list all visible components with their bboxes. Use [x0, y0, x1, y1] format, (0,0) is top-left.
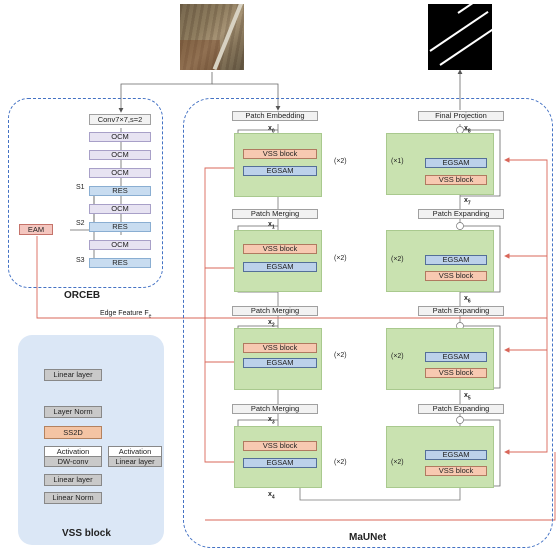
egsam-block: EGSAM [425, 158, 487, 168]
output-segmentation-mask [428, 4, 492, 70]
res-block: RES [89, 258, 151, 268]
encoder-stage-block [234, 426, 322, 488]
ocm-block: OCM [89, 240, 151, 250]
repeat-count: (×1) [391, 158, 404, 165]
patch-embedding-block: Patch Embedding [232, 111, 318, 121]
egsam-block: EGSAM [425, 255, 487, 265]
layer-norm-block: Layer Norm [44, 406, 102, 418]
vss-block-panel [18, 335, 164, 545]
decoder-feature-x7: x7 [464, 197, 471, 207]
linear-layer-block: Linear layer [108, 456, 162, 467]
vss-block: VSS block [243, 441, 317, 451]
ocm-block: OCM [89, 204, 151, 214]
decoder-feature-x5: x5 [464, 392, 471, 402]
patch-expanding-block: Patch Expanding [418, 209, 504, 219]
encoder-stage-block [234, 230, 322, 292]
egsam-block: EGSAM [243, 358, 317, 368]
input-remote-sensing-image [180, 4, 244, 70]
patch-expanding-block: Patch Expanding [418, 404, 504, 414]
repeat-count: (×2) [334, 459, 347, 466]
res-block: RES [89, 186, 151, 196]
maunet-title: MaUNet [349, 532, 387, 543]
activation-block: Activation [44, 446, 102, 456]
ss2d-block: SS2D [44, 426, 102, 439]
conv7x7-block: Conv7×7,s=2 [89, 114, 151, 125]
ocm-block: OCM [89, 132, 151, 142]
vss-panel-title: VSS block [62, 528, 111, 539]
repeat-count: (×2) [334, 255, 347, 262]
vss-block: VSS block [243, 343, 317, 353]
vss-block: VSS block [425, 271, 487, 281]
edge-feature-label: Edge Feature Fe [100, 310, 152, 320]
repeat-count: (×2) [391, 256, 404, 263]
encoder-stage-block [234, 133, 322, 197]
egsam-block: EGSAM [243, 458, 317, 468]
repeat-count: (×2) [334, 352, 347, 359]
patch-merging-block: Patch Merging [232, 404, 318, 414]
ocm-block: OCM [89, 168, 151, 178]
stage-label-s3: S3 [76, 257, 85, 264]
encoder-feature-x0: x0 [268, 125, 275, 135]
orceb-title: ORCEB [64, 290, 101, 301]
linear-layer-block: Linear layer [44, 369, 102, 381]
encoder-feature-x4: x4 [268, 491, 275, 501]
stage-label-s2: S2 [76, 220, 85, 227]
decoder-feature-x8: x8 [464, 125, 471, 135]
patch-merging-block: Patch Merging [232, 209, 318, 219]
ocm-block: OCM [89, 150, 151, 160]
vss-block: VSS block [425, 175, 487, 185]
encoder-feature-x1: x1 [268, 221, 275, 231]
eam-block: EAM [19, 224, 53, 235]
vss-block: VSS block [243, 149, 317, 159]
orceb-panel [8, 98, 163, 288]
vss-block: VSS block [425, 466, 487, 476]
activation-block: Activation [108, 446, 162, 456]
linear-layer-block: Linear layer [44, 474, 102, 486]
egsam-block: EGSAM [243, 262, 317, 272]
patch-merging-block: Patch Merging [232, 306, 318, 316]
res-block: RES [89, 222, 151, 232]
egsam-block: EGSAM [425, 450, 487, 460]
maunet-panel [183, 98, 553, 548]
repeat-count: (×2) [391, 459, 404, 466]
final-projection-block: Final Projection [418, 111, 504, 121]
egsam-block: EGSAM [243, 166, 317, 176]
stage-label-s1: S1 [76, 184, 85, 191]
dw-conv-block: DW-conv [44, 456, 102, 467]
vss-block: VSS block [243, 244, 317, 254]
patch-expanding-block: Patch Expanding [418, 306, 504, 316]
decoder-feature-x6: x6 [464, 295, 471, 305]
encoder-feature-x3: x3 [268, 416, 275, 426]
repeat-count: (×2) [391, 353, 404, 360]
encoder-feature-x2: x2 [268, 319, 275, 329]
vss-block: VSS block [425, 368, 487, 378]
repeat-count: (×2) [334, 158, 347, 165]
linear-norm-block: Linear Norm [44, 492, 102, 504]
egsam-block: EGSAM [425, 352, 487, 362]
